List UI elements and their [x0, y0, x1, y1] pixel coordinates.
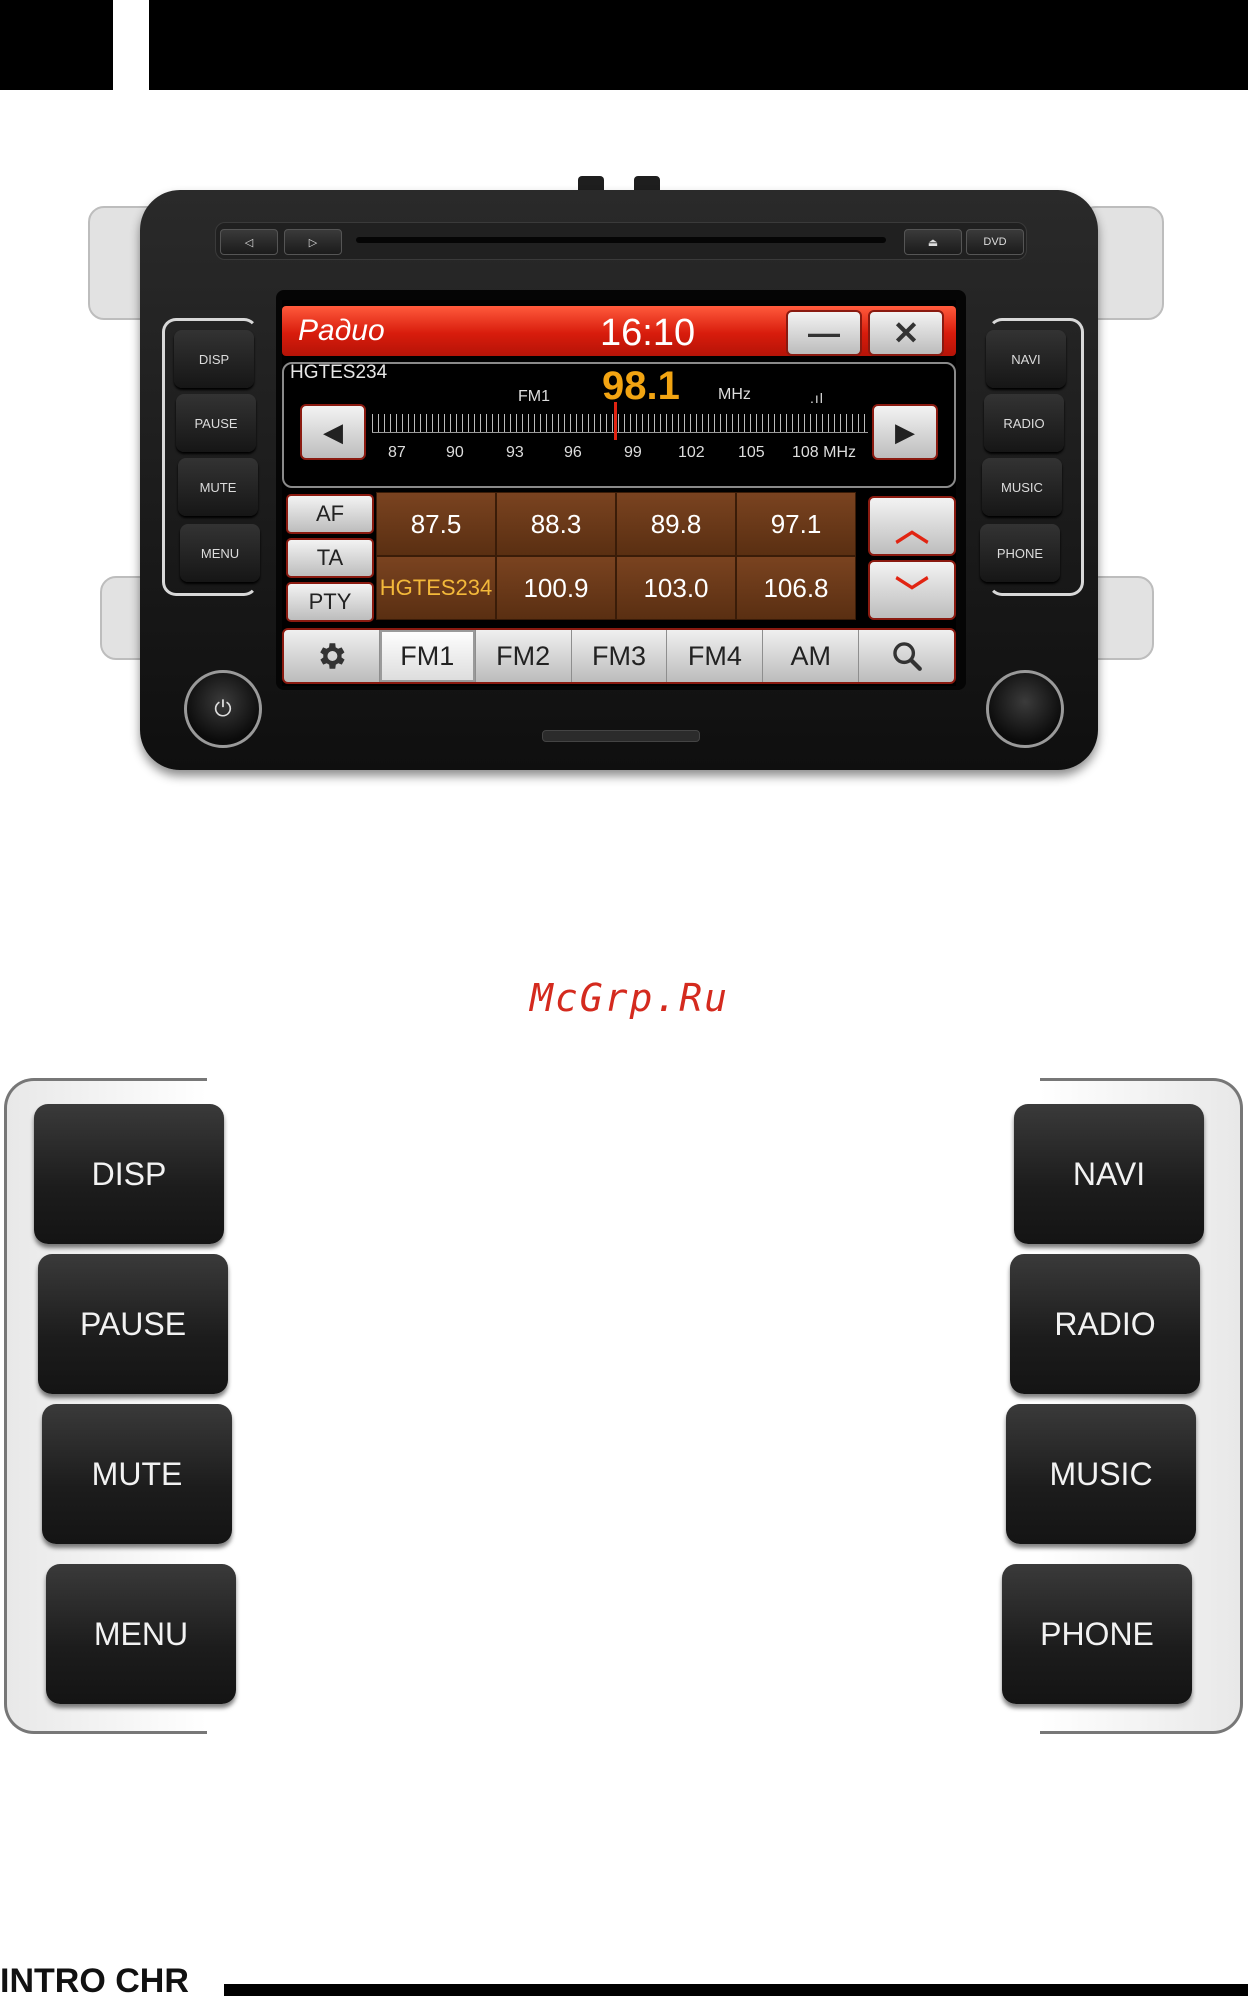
music-button-large[interactable]: MUSIC: [1006, 1404, 1196, 1544]
phone-button-large[interactable]: PHONE: [1002, 1564, 1192, 1704]
scale-label: 93: [506, 444, 524, 462]
scale-label: 102: [678, 444, 705, 462]
footer-rule: [224, 1984, 1248, 1996]
page-up-button[interactable]: ︿: [868, 496, 956, 556]
power-knob[interactable]: ⏻: [184, 670, 262, 748]
prev-track-button[interactable]: ◁: [220, 229, 278, 255]
mute-button-large[interactable]: MUTE: [42, 1404, 232, 1544]
header-bar-right: [149, 0, 1248, 90]
scale-label: 87: [388, 444, 406, 462]
menu-button-large[interactable]: MENU: [46, 1564, 236, 1704]
station-name: HGTES234: [290, 362, 387, 384]
preset-grid: 87.5 88.3 89.8 97.1 HGTES234 100.9 103.0…: [376, 492, 856, 620]
signal-strength-icon: .ıl: [810, 390, 824, 406]
minimize-button[interactable]: —: [786, 310, 862, 356]
band-am[interactable]: AM: [763, 630, 859, 682]
disc-bar: ◁ ▷ ⏏ DVD: [215, 222, 1027, 260]
band-fm2[interactable]: FM2: [476, 630, 572, 682]
preset-3[interactable]: 89.8: [616, 492, 736, 556]
af-button[interactable]: AF: [286, 494, 374, 534]
header-bar-left: [0, 0, 113, 90]
app-title: Радио: [298, 314, 385, 348]
phone-button[interactable]: PHONE: [980, 524, 1060, 582]
band-fm1[interactable]: FM1: [380, 630, 476, 682]
settings-button[interactable]: [284, 630, 380, 682]
band-bar: FM1 FM2 FM3 FM4 AM: [282, 628, 956, 684]
scale-label: 96: [564, 444, 582, 462]
pause-button[interactable]: PAUSE: [176, 394, 256, 452]
navi-button-large[interactable]: NAVI: [1014, 1104, 1204, 1244]
ta-button[interactable]: TA: [286, 538, 374, 578]
seek-forward-button[interactable]: ▶: [872, 404, 938, 460]
frequency-scale: [372, 414, 868, 433]
preset-7[interactable]: 103.0: [616, 556, 736, 620]
navi-button[interactable]: NAVI: [986, 330, 1066, 388]
preset-6[interactable]: 100.9: [496, 556, 616, 620]
tuner-panel: HGTES234 FM1 98.1 MHz .ıl ◀ 87 90 93 96 …: [282, 362, 956, 488]
dvd-button[interactable]: DVD: [966, 229, 1024, 255]
mute-button[interactable]: MUTE: [178, 458, 258, 516]
gear-icon: [314, 639, 348, 673]
scale-label: 105: [738, 444, 765, 462]
page-down-button[interactable]: ﹀: [868, 560, 956, 620]
footer-title: INTRO CHR: [0, 1962, 189, 2001]
scale-label: 99: [624, 444, 642, 462]
radio-button[interactable]: RADIO: [984, 394, 1064, 452]
scale-label: 90: [446, 444, 464, 462]
band-label: FM1: [518, 388, 550, 406]
preset-8[interactable]: 106.8: [736, 556, 856, 620]
frequency-unit: MHz: [718, 386, 751, 404]
card-slot: [542, 730, 700, 742]
title-bar: Радио 16:10 — ✕: [282, 306, 956, 356]
search-button[interactable]: [859, 630, 954, 682]
pause-button-large[interactable]: PAUSE: [38, 1254, 228, 1394]
disp-button[interactable]: DISP: [174, 330, 254, 388]
scale-label: 108 MHz: [792, 444, 856, 462]
watermark: McGrp.Ru: [530, 976, 729, 1020]
music-button[interactable]: MUSIC: [982, 458, 1062, 516]
seek-back-button[interactable]: ◀: [300, 404, 366, 460]
search-icon: [890, 639, 924, 673]
radio-screen: Радио 16:10 — ✕ HGTES234 FM1 98.1 MHz .ı…: [282, 300, 956, 686]
preset-4[interactable]: 97.1: [736, 492, 856, 556]
preset-2[interactable]: 88.3: [496, 492, 616, 556]
menu-button[interactable]: MENU: [180, 524, 260, 582]
disc-slot: [356, 237, 886, 243]
preset-5[interactable]: HGTES234: [376, 556, 496, 620]
eject-button[interactable]: ⏏: [904, 229, 962, 255]
presets-area: AF TA PTY 87.5 88.3 89.8 97.1 HGTES234 1…: [282, 492, 956, 620]
next-track-button[interactable]: ▷: [284, 229, 342, 255]
tuning-needle: [614, 402, 617, 440]
disp-button-large[interactable]: DISP: [34, 1104, 224, 1244]
volume-knob[interactable]: [986, 670, 1064, 748]
pty-button[interactable]: PTY: [286, 582, 374, 622]
preset-1[interactable]: 87.5: [376, 492, 496, 556]
band-fm3[interactable]: FM3: [572, 630, 668, 682]
close-button[interactable]: ✕: [868, 310, 944, 356]
clock: 16:10: [600, 312, 695, 355]
band-fm4[interactable]: FM4: [667, 630, 763, 682]
radio-button-large[interactable]: RADIO: [1010, 1254, 1200, 1394]
